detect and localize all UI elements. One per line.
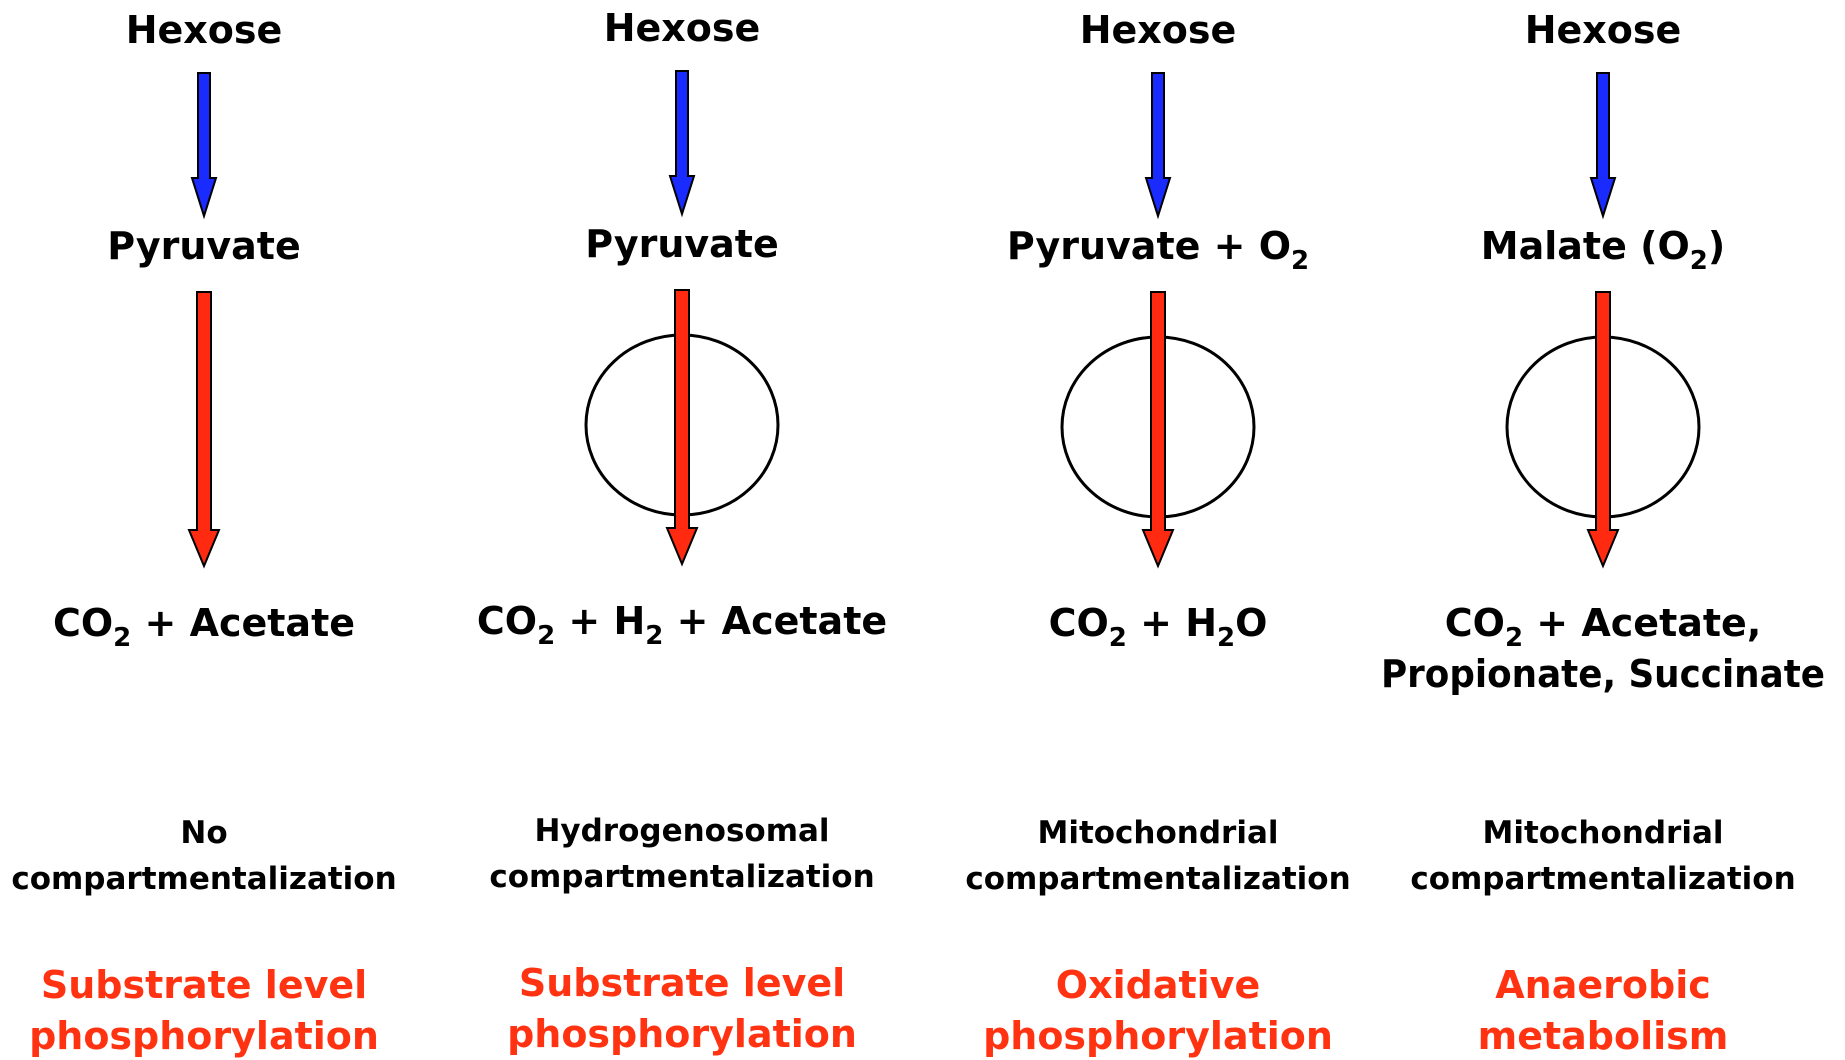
mode-line-2: metabolism xyxy=(1478,1014,1729,1058)
red-arrow xyxy=(187,291,221,569)
mode-line-2: phosphorylation xyxy=(983,1014,1333,1058)
products-label-line-2: Propionate, Succinate xyxy=(1381,652,1825,696)
mode-line-1: Substrate level xyxy=(41,963,367,1007)
hexose-label: Hexose xyxy=(1525,8,1682,52)
hexose-label: Hexose xyxy=(126,8,283,52)
compartment-line-2: compartmentalization xyxy=(965,861,1350,897)
column-4: Hexose Malate (O2) CO2 + Acetate, Propio… xyxy=(1381,8,1825,1058)
mode-line-1: Anaerobic xyxy=(1495,963,1710,1007)
blue-arrow xyxy=(1589,72,1617,220)
column-3: Hexose Pyruvate + O2 CO2 + H2O Mitochond… xyxy=(965,8,1350,1058)
blue-arrow xyxy=(668,70,696,218)
compartment-line-1: Mitochondrial xyxy=(1037,815,1278,851)
products-label: CO2 + H2O xyxy=(1049,601,1268,653)
blue-arrow xyxy=(190,72,218,220)
column-2: Hexose Pyruvate CO2 + H2 + Acetate Hydro… xyxy=(477,6,887,1056)
compartment-line-2: compartmentalization xyxy=(489,859,874,895)
red-arrow xyxy=(1586,291,1620,569)
compartment-line-1: No xyxy=(180,815,227,851)
compartment-line-2: compartmentalization xyxy=(11,861,396,897)
products-label: CO2 + H2 + Acetate xyxy=(477,599,887,651)
products-label-line-1: CO2 + Acetate, xyxy=(1445,601,1761,653)
mode-line-2: phosphorylation xyxy=(507,1012,857,1056)
red-arrow xyxy=(665,289,699,567)
mode-line-1: Oxidative xyxy=(1056,963,1260,1007)
compartment-line-2: compartmentalization xyxy=(1410,861,1795,897)
middle-label: Malate (O2) xyxy=(1481,224,1725,276)
products-label: CO2 + Acetate xyxy=(53,601,355,653)
compartment-line-1: Hydrogenosomal xyxy=(534,813,829,849)
middle-label: Pyruvate xyxy=(585,222,778,266)
column-1: Hexose Pyruvate CO2 + Acetate No compart… xyxy=(11,8,396,1058)
middle-label: Pyruvate xyxy=(107,224,300,268)
compartment-line-1: Mitochondrial xyxy=(1482,815,1723,851)
middle-label: Pyruvate + O2 xyxy=(1007,224,1309,276)
blue-arrow xyxy=(1144,72,1172,220)
mode-line-1: Substrate level xyxy=(519,961,845,1005)
mode-line-2: phosphorylation xyxy=(29,1014,379,1058)
hexose-label: Hexose xyxy=(604,6,761,50)
hexose-label: Hexose xyxy=(1080,8,1237,52)
red-arrow xyxy=(1141,291,1175,569)
